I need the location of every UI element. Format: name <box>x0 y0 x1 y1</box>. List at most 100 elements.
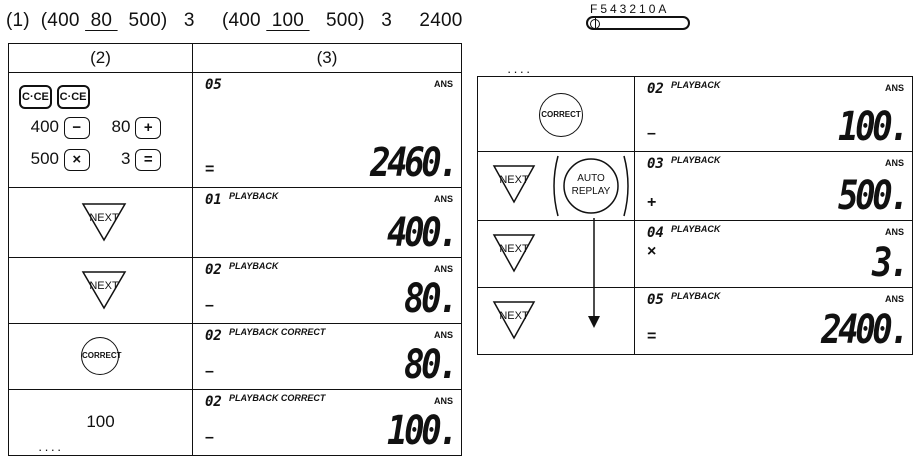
times-key[interactable]: × <box>63 149 90 171</box>
next-key-icon <box>492 301 536 340</box>
lcd-display: 01 PLAYBACK ANS 400. <box>193 188 461 257</box>
header-underlined-80: 80 <box>85 10 118 31</box>
decimal-slider-switch[interactable] <box>586 16 690 30</box>
next-key-icon <box>492 165 536 204</box>
header-underlined-100: 100 <box>266 10 310 31</box>
lcd-display: 04 PLAYBACK ANS × 3. <box>635 221 912 287</box>
next-key-icon <box>81 203 127 242</box>
display-cell: 02 PLAYBACK CORRECT ANS – 100. <box>192 389 462 456</box>
status-flags: PLAYBACK <box>671 291 721 301</box>
auto-replay-label: AUTO REPLAY <box>571 173 611 197</box>
plus-key[interactable]: + <box>135 117 162 139</box>
display-value: 100. <box>386 408 459 454</box>
operator-indicator: – <box>205 363 214 380</box>
number-3: 3 <box>121 149 131 168</box>
col2-header: (2) <box>8 43 193 73</box>
display-cell: 04 PLAYBACK ANS × 3. <box>634 220 913 288</box>
step-number: 03 <box>647 156 664 172</box>
next-key[interactable]: NEXT <box>81 270 127 315</box>
right-steps-table: CORRECT 02 PLAYBACK ANS – 100. NEXT <box>477 76 913 355</box>
next-key-label: NEXT <box>89 212 119 224</box>
key-cell: CORRECT <box>8 323 193 390</box>
display-value: 2400. <box>820 307 910 353</box>
step-number: 04 <box>647 225 664 241</box>
left-steps-table: (2) (3) C·CE C·CE 400 − 80 + 500 × 3 <box>8 43 462 456</box>
header-part-2: 500) 3 (400 <box>117 10 267 31</box>
display-value: 400. <box>386 210 459 256</box>
next-key-icon <box>492 234 536 273</box>
next-key[interactable]: NEXT <box>492 233 536 278</box>
ans-indicator: ANS <box>433 194 453 204</box>
display-value: 3. <box>871 240 910 286</box>
next-key[interactable]: NEXT <box>492 300 536 345</box>
step-number: 05 <box>647 292 664 308</box>
key-cell: NEXT <box>8 187 193 258</box>
lcd-display: 02 PLAYBACK ANS – 80. <box>193 258 461 323</box>
replay-down-arrow-icon <box>588 218 600 328</box>
correct-key[interactable]: CORRECT <box>539 93 583 137</box>
cce-key[interactable]: C·CE <box>19 85 52 109</box>
step-number: 01 <box>205 192 222 208</box>
header-part-3: 500) 3 2400 <box>309 10 463 31</box>
step-number: 02 <box>205 262 222 278</box>
ans-indicator: ANS <box>884 294 904 304</box>
next-key-label: NEXT <box>499 174 529 186</box>
equals-key[interactable]: = <box>135 149 162 171</box>
lcd-display: 05 PLAYBACK ANS = 2400. <box>635 288 912 354</box>
next-key[interactable]: NEXT <box>81 202 127 247</box>
status-flags: PLAYBACK <box>671 224 721 234</box>
next-key-label: NEXT <box>499 243 529 255</box>
display-cell: 01 PLAYBACK ANS 400. <box>192 187 462 258</box>
auto-replay-bracket-icon <box>553 155 629 217</box>
minus-key[interactable]: − <box>63 117 90 139</box>
key-cell: NEXT <box>477 287 635 355</box>
status-flags: PLAYBACK <box>229 261 279 271</box>
next-key-label: NEXT <box>499 310 529 322</box>
display-cell: 03 PLAYBACK ANS + 500. <box>634 151 913 221</box>
display-cell: 05 PLAYBACK ANS = 2400. <box>634 287 913 355</box>
step-number: 02 <box>647 81 664 97</box>
status-flags: PLAYBACK CORRECT <box>229 327 326 337</box>
operator-indicator: × <box>647 243 657 260</box>
key-cell: NEXT <box>477 220 635 288</box>
ans-indicator: ANS <box>884 227 904 237</box>
step-number: 02 <box>205 394 222 410</box>
status-flags: PLAYBACK <box>229 191 279 201</box>
number-500: 500 <box>30 149 59 168</box>
lcd-display: 02 PLAYBACK ANS – 100. <box>635 77 912 151</box>
operator-indicator: = <box>205 161 215 178</box>
lcd-display: 05 ANS = 2460. <box>193 73 461 187</box>
number-80: 80 <box>111 117 131 136</box>
display-cell: 05 ANS = 2460. <box>192 72 462 188</box>
key-cell: CORRECT <box>477 76 635 152</box>
key-cell: 100 <box>8 389 193 456</box>
next-key-label: NEXT <box>89 280 119 292</box>
decimal-slider-labels: F543210A <box>590 2 670 16</box>
next-key-icon <box>81 271 127 310</box>
ans-indicator: ANS <box>433 330 453 340</box>
key-sequence-cell: C·CE C·CE 400 − 80 + 500 × 3 = <box>8 72 193 188</box>
key-cell: NEXT <box>8 257 193 324</box>
entry-100: 100 <box>86 412 115 431</box>
example-header: (1) (400 80 500) 3 (400 100 500) 3 2400 <box>6 10 463 32</box>
continuation-dots: ···· <box>507 64 533 79</box>
display-value: 80. <box>403 276 459 322</box>
number-400: 400 <box>30 117 59 136</box>
ans-indicator: ANS <box>433 264 453 274</box>
auto-replay-key[interactable]: AUTO REPLAY <box>550 154 632 218</box>
operator-indicator: – <box>647 125 656 142</box>
ans-indicator: ANS <box>884 83 904 93</box>
display-cell: 02 PLAYBACK CORRECT ANS – 80. <box>192 323 462 390</box>
correct-key[interactable]: CORRECT <box>81 337 122 375</box>
next-key[interactable]: NEXT <box>492 164 536 209</box>
step-number: 05 <box>205 77 222 93</box>
key-cell: NEXT AUTO REPLAY <box>477 151 635 221</box>
operator-indicator: – <box>205 297 214 314</box>
cce-key[interactable]: C·CE <box>56 85 90 109</box>
operator-indicator: + <box>647 194 657 211</box>
lcd-display: 02 PLAYBACK CORRECT ANS – 80. <box>193 324 461 389</box>
lcd-display: 03 PLAYBACK ANS + 500. <box>635 152 912 220</box>
ans-indicator: ANS <box>433 79 453 89</box>
slider-knob-icon <box>590 18 600 29</box>
ans-indicator: ANS <box>433 396 453 406</box>
